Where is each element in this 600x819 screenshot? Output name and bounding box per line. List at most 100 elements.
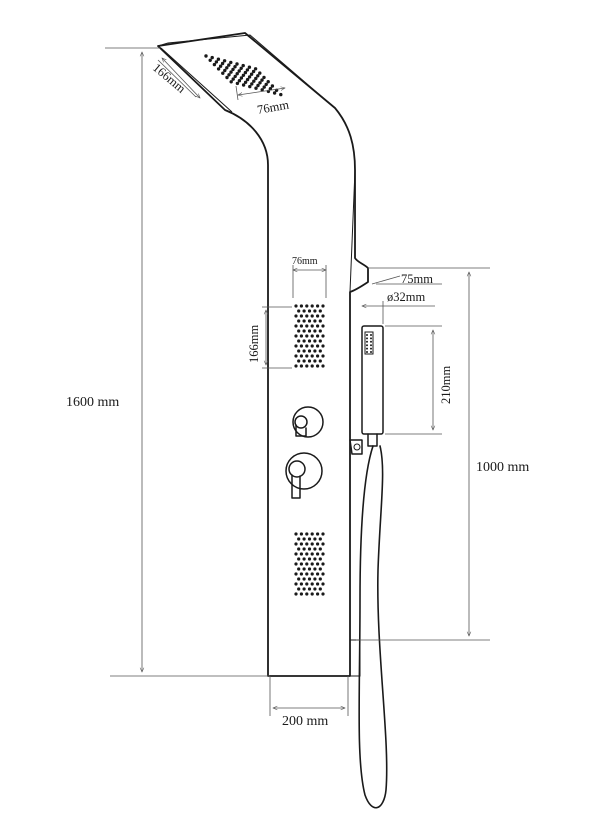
nozzle-dot: [243, 70, 248, 75]
nozzle-dot: [316, 562, 320, 566]
nozzle-dot: [305, 592, 309, 596]
nozzle-dot: [321, 314, 325, 318]
nozzle-dot: [318, 537, 322, 541]
nozzle-dot: [318, 349, 322, 353]
nozzle-dot: [222, 59, 227, 63]
nozzle-dot: [321, 552, 325, 556]
nozzle-dot: [212, 62, 217, 67]
shower-hose: [358, 445, 388, 809]
nozzle-dot: [302, 359, 306, 363]
dimension-arm-projection: 75mm: [371, 272, 442, 286]
nozzle-dot: [313, 537, 317, 541]
nozzle-dot: [294, 592, 298, 596]
hand-shower-height-label: 1000 mm: [476, 460, 529, 475]
nozzle-dot: [310, 354, 314, 358]
rain-head-width-label: 76mm: [256, 98, 290, 117]
nozzle-dot: [302, 329, 306, 333]
nozzle-dot: [305, 304, 309, 308]
nozzle-dot: [243, 80, 248, 85]
nozzle-dot: [316, 334, 320, 338]
nozzle-dot: [302, 537, 306, 541]
hand-shower-holder: [349, 439, 363, 455]
nozzle-dot: [307, 587, 312, 591]
nozzle-dot: [318, 319, 322, 323]
nozzle-dot: [366, 347, 368, 350]
nozzle-dot: [313, 547, 317, 551]
nozzle-dot: [318, 359, 322, 363]
nozzle-dot: [297, 567, 301, 571]
nozzle-dot: [305, 542, 309, 546]
diverter-knob: [292, 406, 324, 438]
nozzle-dot: [318, 557, 322, 561]
nozzle-dot: [297, 537, 301, 541]
nozzle-dot: [225, 75, 229, 80]
nozzle-dot: [302, 339, 306, 343]
nozzle-dot: [321, 562, 325, 566]
nozzle-dot: [302, 547, 306, 551]
nozzle-dot: [316, 344, 320, 348]
nozzle-dot: [299, 552, 303, 556]
panel-body: [157, 32, 369, 677]
body-jet-height-label: 166mm: [247, 325, 261, 363]
nozzle-dot: [310, 572, 314, 576]
nozzle-dot: [313, 339, 317, 343]
body-jet-width-label: 76mm: [292, 256, 318, 267]
nozzle-dot: [294, 532, 298, 536]
nozzle-dot: [370, 340, 372, 343]
nozzle-dot: [307, 537, 312, 541]
dimension-body-jet-height: 166mm: [247, 306, 292, 369]
nozzle-dot: [310, 344, 314, 348]
nozzle-dot: [253, 67, 258, 71]
nozzle-dot: [297, 349, 301, 353]
total-height-label: 1600 mm: [66, 395, 119, 410]
nozzle-dot: [366, 337, 368, 340]
nozzle-dot: [321, 324, 325, 328]
nozzle-dot: [299, 354, 303, 358]
nozzle-dot: [305, 344, 309, 348]
nozzle-dot: [307, 339, 312, 343]
nozzle-dot: [316, 364, 320, 368]
nozzle-dot: [321, 304, 325, 308]
nozzle-dot: [272, 91, 277, 95]
nozzle-dot: [316, 532, 320, 536]
dimension-hand-shower-length: 210mm: [385, 325, 453, 435]
nozzle-dot: [266, 80, 270, 84]
nozzle-dot: [294, 562, 298, 566]
nozzle-dot: [316, 314, 320, 318]
nozzle-dot: [251, 69, 256, 74]
nozzle-dot: [223, 68, 227, 73]
nozzle-dot: [313, 309, 317, 313]
nozzle-dot: [264, 82, 268, 87]
nozzle-dot: [305, 354, 309, 358]
nozzle-dot: [307, 349, 312, 353]
nozzle-dot: [297, 319, 301, 323]
nozzle-dot: [313, 319, 317, 323]
nozzle-dot: [204, 54, 208, 58]
hand-shower-diameter-label: ø32mm: [387, 290, 425, 304]
hand-shower-length-label: 210mm: [439, 366, 453, 404]
panel-width-label: 200 mm: [282, 714, 328, 729]
nozzle-dot: [297, 309, 301, 313]
nozzle-dot: [299, 532, 303, 536]
nozzle-dot: [321, 344, 325, 348]
nozzle-dot: [245, 68, 250, 72]
nozzle-dot: [229, 70, 233, 74]
nozzle-dot: [310, 532, 314, 536]
nozzle-dot: [299, 324, 303, 328]
nozzle-dot: [229, 60, 233, 65]
nozzle-dot: [318, 577, 322, 581]
nozzle-dot: [366, 351, 368, 353]
hand-shower: [361, 325, 384, 447]
nozzle-dot: [297, 329, 301, 333]
nozzle-dot: [260, 78, 264, 82]
nozzle-dot: [299, 314, 303, 318]
nozzle-dot: [229, 80, 233, 84]
nozzle-dot: [307, 547, 312, 551]
nozzle-dot: [254, 76, 258, 81]
nozzle-dot: [299, 344, 303, 348]
nozzle-dot: [302, 557, 306, 561]
nozzle-dot: [318, 329, 322, 333]
nozzle-dot: [318, 547, 322, 551]
nozzle-dot: [310, 304, 314, 308]
